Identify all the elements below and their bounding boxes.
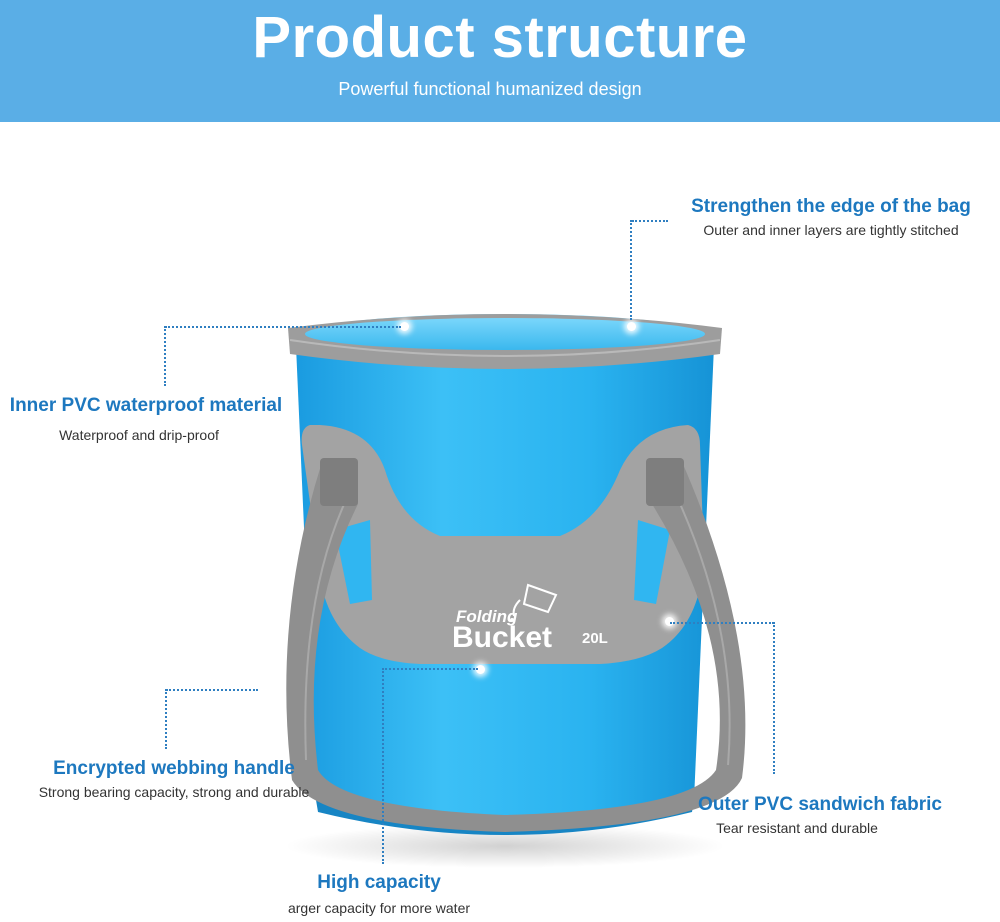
outer-marker	[665, 617, 674, 626]
callout-handle: Encrypted webbing handle Strong bearing …	[20, 758, 328, 800]
page-title: Product structure	[252, 5, 748, 70]
inner-leader-v	[164, 326, 166, 386]
header-banner: Product structure Powerful functional hu…	[0, 0, 1000, 122]
callout-inner-desc: Waterproof and drip-proof	[59, 427, 219, 443]
callout-handle-title: Encrypted webbing handle	[53, 758, 295, 779]
handle-leader-v	[165, 689, 167, 749]
outer-leader-h	[670, 622, 774, 624]
pouring-bucket-icon	[510, 583, 558, 622]
callout-capacity-title: High capacity	[317, 872, 441, 893]
callout-edge-desc: Outer and inner layers are tightly stitc…	[703, 222, 959, 238]
callout-edge: Strengthen the edge of the bag Outer and…	[676, 196, 986, 238]
edge-leader-v	[630, 220, 632, 320]
ground-shadow	[285, 824, 725, 868]
callout-handle-desc: Strong bearing capacity, strong and dura…	[38, 784, 310, 800]
capacity-label: 20L	[582, 630, 608, 647]
inner-marker	[400, 322, 409, 331]
callout-outer-desc: Tear resistant and durable	[716, 820, 878, 836]
logo-line2: Bucket	[452, 621, 552, 654]
edge-marker	[627, 322, 636, 331]
logo-line1: Folding	[456, 607, 518, 626]
callout-outer-title: Outer PVC sandwich fabric	[698, 794, 942, 815]
capacity-marker	[476, 665, 485, 674]
handle-leader-h	[166, 689, 258, 691]
callout-edge-title: Strengthen the edge of the bag	[691, 196, 971, 217]
callout-inner-pvc: Inner PVC waterproof material Waterproof…	[2, 395, 290, 443]
right-strap	[505, 462, 746, 832]
edge-leader-h	[632, 220, 668, 222]
inner-leader-h	[165, 326, 401, 328]
left-strap	[286, 462, 505, 832]
callout-inner-title: Inner PVC waterproof material	[9, 395, 283, 416]
capacity-leader-h	[382, 668, 478, 670]
callout-capacity: High capacity arger capacity for more wa…	[274, 872, 484, 916]
callout-capacity-desc: arger capacity for more water	[287, 900, 471, 916]
handle-marker	[258, 686, 267, 695]
page-subtitle: Powerful functional humanized design	[338, 79, 642, 99]
capacity-leader-v	[382, 668, 384, 864]
callout-outer-pvc: Outer PVC sandwich fabric Tear resistant…	[690, 794, 950, 836]
outer-leader-v	[773, 622, 775, 774]
front-panel	[301, 425, 704, 664]
